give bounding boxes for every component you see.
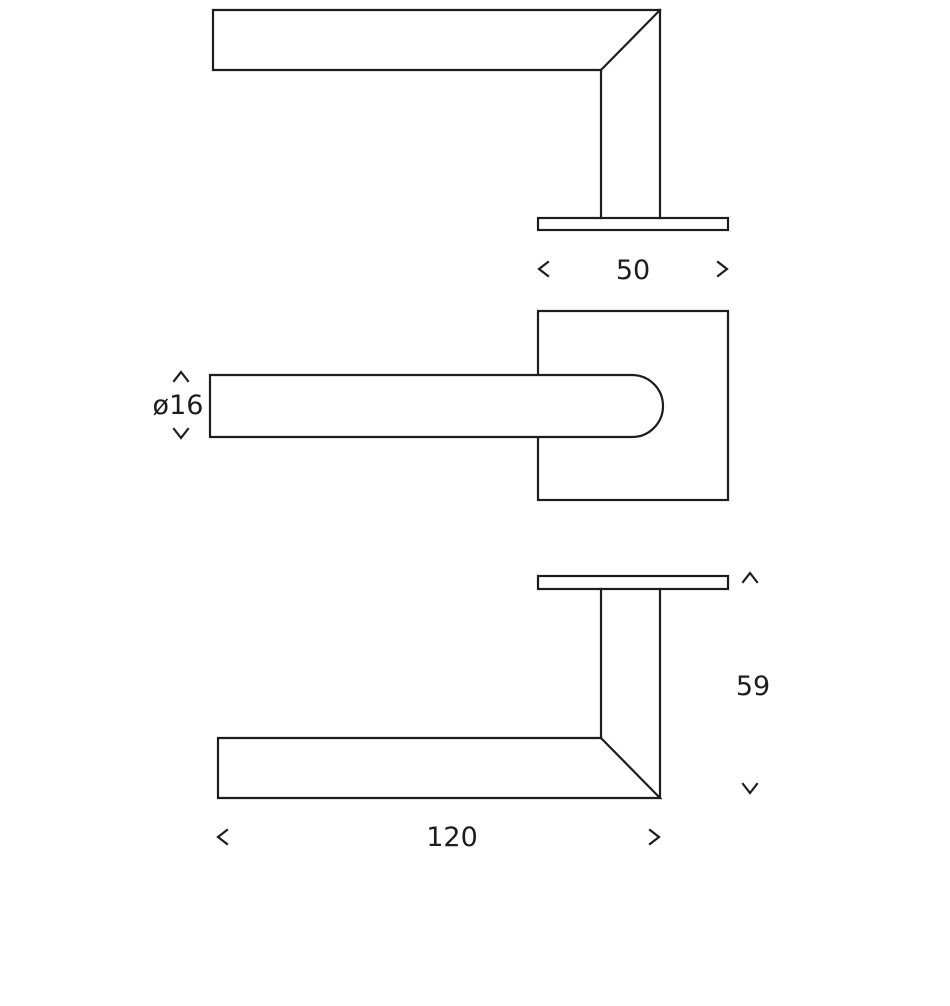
dim-arrow-left-icon <box>216 828 229 846</box>
dim-arrow-down-icon <box>741 782 759 795</box>
dim-neck-height-label: 59 <box>736 671 770 702</box>
dim-arrow-down-icon <box>172 427 190 440</box>
dim-handle-length-label: 120 <box>426 822 478 853</box>
dim-arrow-up-icon <box>741 571 759 584</box>
front-view <box>208 309 730 502</box>
dim-arrow-right-icon <box>648 828 661 846</box>
dim-neck-height: 59 <box>736 571 770 795</box>
top-view <box>211 8 730 232</box>
dim-rose-width-label: 50 <box>616 255 650 286</box>
dim-arrow-left-icon <box>537 260 550 278</box>
side-view <box>216 574 730 800</box>
dim-handle-diameter-label: ø16 <box>153 390 204 421</box>
dim-handle-length: 120 <box>216 822 661 853</box>
top-view-grip-outline <box>211 8 662 72</box>
drawing-root: 50 ø16 <box>153 8 770 853</box>
front-view-grip <box>208 373 665 439</box>
dim-arrow-right-icon <box>716 260 729 278</box>
side-view-rose-plate <box>536 574 730 591</box>
top-view-rose-plate <box>536 216 730 232</box>
side-view-grip-outline <box>216 736 663 800</box>
dim-handle-diameter: ø16 <box>153 370 204 440</box>
dim-rose-width: 50 <box>537 255 729 286</box>
dim-arrow-up-icon <box>172 370 190 383</box>
